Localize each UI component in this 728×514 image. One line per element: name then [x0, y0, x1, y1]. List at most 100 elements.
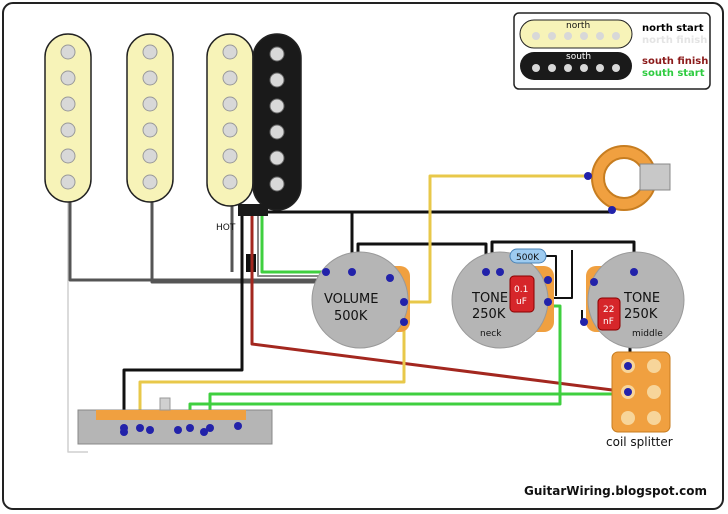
legend-south-start: south start: [642, 68, 705, 79]
pole-piece: [612, 64, 620, 72]
pole-piece: [580, 64, 588, 72]
pole-piece: [269, 124, 285, 140]
legend-north-start: north start: [642, 23, 704, 34]
cap1-value: 0.1: [514, 285, 528, 295]
splitter-lug: [621, 411, 635, 425]
pole-piece: [532, 64, 540, 72]
pole-piece: [596, 32, 604, 40]
jack-sleeve: [639, 163, 671, 191]
ground-wire-thin: [67, 200, 88, 453]
pole-piece: [269, 176, 285, 192]
volume-name: VOLUME: [324, 292, 378, 307]
middle-pickup-wire: [150, 200, 322, 284]
solder-point: [482, 268, 490, 276]
cap2-unit: nF: [603, 317, 614, 327]
humbucker-lead-block: [238, 204, 268, 216]
solder-point: [608, 206, 616, 214]
solder-point: [630, 268, 638, 276]
jack-hole: [603, 157, 645, 199]
solder-point: [584, 172, 592, 180]
coil-splitter-label: coil splitter: [606, 435, 673, 449]
pole-piece: [60, 70, 76, 86]
humbucker-shield-wire: [257, 214, 324, 277]
pole-piece: [564, 64, 572, 72]
pole-piece: [612, 32, 620, 40]
pole-piece: [142, 174, 158, 190]
pole-piece: [548, 64, 556, 72]
pole-piece: [60, 174, 76, 190]
solder-point: [624, 362, 632, 370]
splitter-lug: [647, 385, 661, 399]
hot-label: HOT: [216, 223, 236, 233]
pole-piece: [222, 174, 238, 190]
pole-piece: [548, 32, 556, 40]
neck-pickup-wire: [68, 200, 322, 282]
tone-middle-pot: TONE 250K middle 22 nF: [580, 251, 685, 349]
solder-point: [322, 268, 330, 276]
selector-lug-strip: [96, 410, 246, 420]
pole-piece: [142, 96, 158, 112]
tone-neck-value: 250K: [472, 307, 506, 322]
credit-text: GuitarWiring.blogspot.com: [524, 484, 707, 498]
selector-lever: [159, 397, 171, 411]
pole-piece: [532, 32, 540, 40]
pole-piece: [269, 98, 285, 114]
pole-piece: [564, 32, 572, 40]
pole-piece: [142, 44, 158, 60]
tone-link-wire: [548, 250, 573, 299]
tone-neck-pot: TONE 250K neck 0.1 uF: [451, 251, 554, 349]
solder-point: [120, 428, 128, 436]
selector-switch: [77, 397, 273, 445]
pole-piece: [596, 64, 604, 72]
pickup-neck: [44, 33, 92, 203]
pole-piece: [580, 32, 588, 40]
output-wire: [406, 174, 588, 304]
pole-piece: [222, 70, 238, 86]
pole-piece: [142, 122, 158, 138]
solder-point: [544, 298, 552, 306]
resistor-500k: 500K: [509, 248, 547, 264]
splitter-lug: [647, 359, 661, 373]
pole-piece: [60, 122, 76, 138]
pole-piece: [222, 122, 238, 138]
pole-piece: [142, 70, 158, 86]
resistor-lead-right: [544, 255, 557, 296]
tone-neck-name: TONE: [471, 291, 508, 306]
pole-piece: [60, 44, 76, 60]
pole-piece: [142, 148, 158, 164]
solder-point: [590, 278, 598, 286]
solder-point: [544, 276, 552, 284]
solder-point: [174, 426, 182, 434]
cap1-unit: uF: [516, 297, 527, 307]
south-finish-wire: [250, 214, 629, 394]
humbucker-south-coil: [252, 33, 302, 211]
selector-yellow-wire: [138, 322, 406, 428]
capacitor-middle: [597, 297, 621, 331]
pole-piece: [269, 150, 285, 166]
resistor-label: 500K: [516, 253, 540, 263]
solder-point: [234, 422, 242, 430]
legend-south-coil: [520, 52, 632, 80]
legend-north-finish: north finish: [642, 35, 707, 46]
solder-point: [400, 318, 408, 326]
pole-piece: [269, 46, 285, 62]
legend-north-label: north: [566, 21, 590, 31]
pole-piece: [60, 148, 76, 164]
legend-north-coil: [519, 19, 633, 49]
legend-south-finish: south finish: [642, 56, 708, 67]
output-jack: [584, 145, 671, 214]
tone-neck-role: neck: [480, 329, 502, 339]
pickup-bridge-humbucker: [206, 33, 302, 216]
hot-wire: [122, 214, 244, 428]
capacitor-neck: [509, 275, 535, 313]
solder-point: [186, 424, 194, 432]
resistor-body: [509, 248, 547, 264]
solder-point: [136, 424, 144, 432]
pole-piece: [222, 96, 238, 112]
volume-value: 500K: [334, 309, 368, 324]
pole-piece: [222, 148, 238, 164]
solder-point: [580, 318, 588, 326]
solder-point: [200, 428, 208, 436]
